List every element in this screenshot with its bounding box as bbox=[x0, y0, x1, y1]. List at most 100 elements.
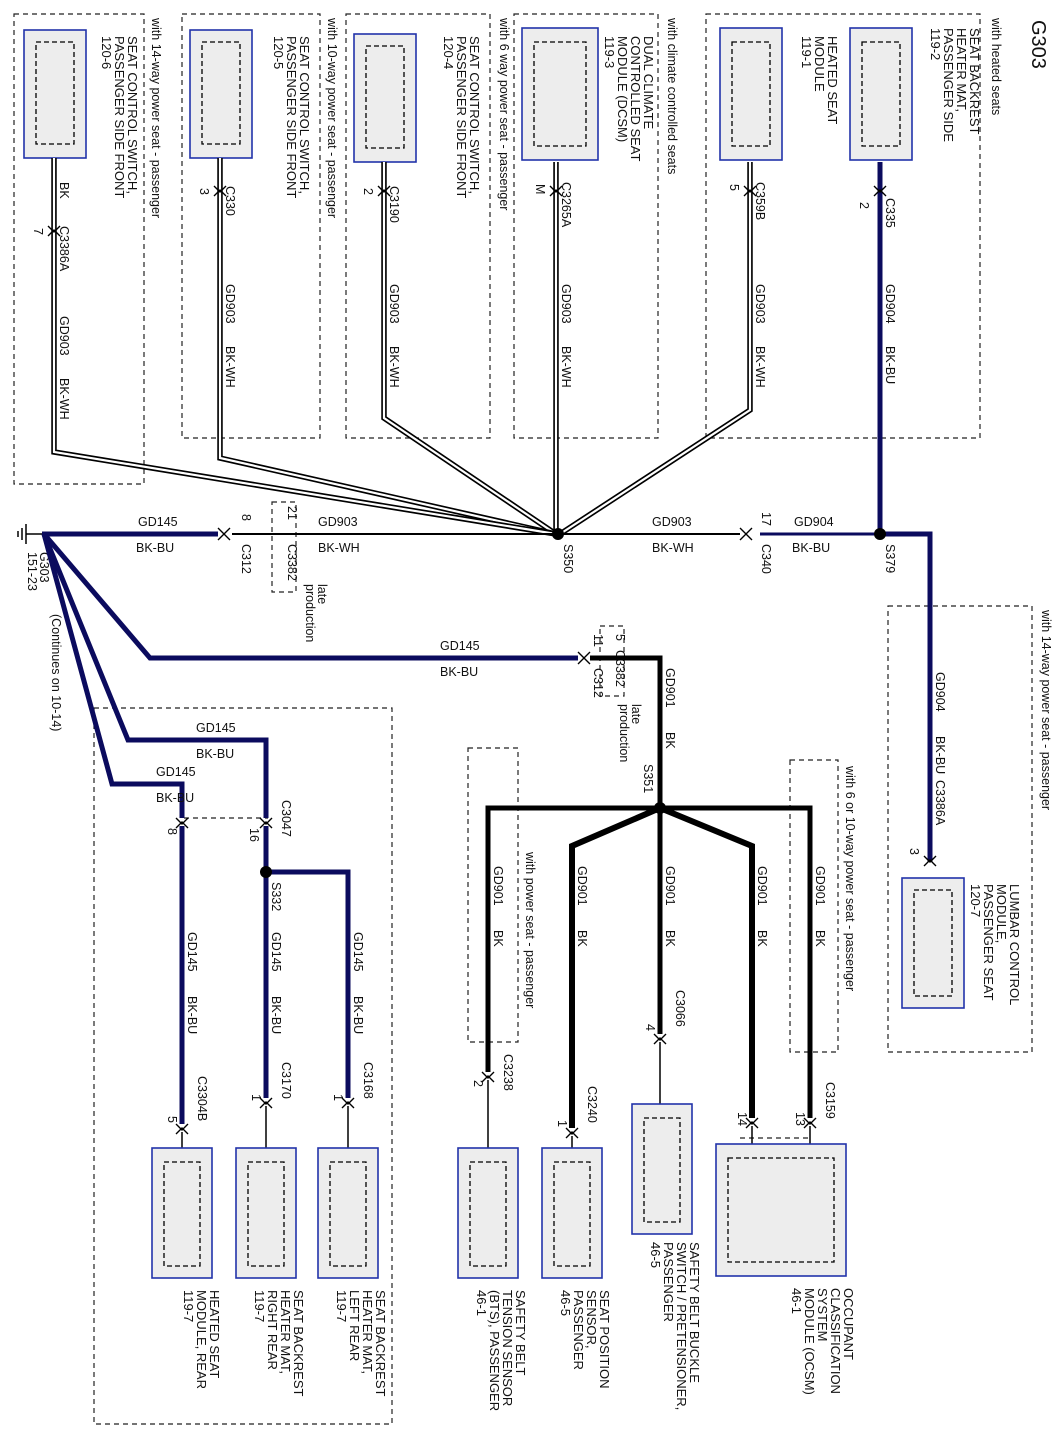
conn-c3047: C3047 bbox=[279, 800, 293, 837]
svg-text:SEAT CONTROL SWITCH,: SEAT CONTROL SWITCH, bbox=[467, 36, 482, 194]
wire-label-bkwh-main: BK-WH bbox=[318, 541, 360, 555]
ground-id: G303 bbox=[37, 552, 51, 583]
wire-label-bkbu-c312b: BK-BU bbox=[440, 665, 478, 679]
wire-label-gd903-main: GD903 bbox=[318, 515, 358, 529]
late-box-1 bbox=[271, 501, 297, 593]
svg-text:120-7: 120-7 bbox=[968, 884, 983, 917]
pin-c3304b: 5 bbox=[165, 1116, 179, 1123]
svg-text:SENSOR,: SENSOR, bbox=[584, 1290, 599, 1349]
component-seat-position bbox=[541, 1147, 603, 1279]
wire-label-gd904-lumbar: GD904 bbox=[933, 672, 947, 712]
splice-s350 bbox=[552, 528, 564, 540]
conn-c3240: C3240 bbox=[585, 1086, 599, 1123]
pin-c3238: 2 bbox=[471, 1080, 485, 1087]
conn-c359b: C359B bbox=[753, 182, 767, 220]
wire-label-bkbu-lr: BK-BU bbox=[351, 996, 365, 1034]
svg-text:119-1: 119-1 bbox=[799, 36, 814, 68]
svg-text:(BTS), PASSENGER: (BTS), PASSENGER bbox=[487, 1290, 502, 1411]
wire-label-bkbu-a: BK-BU bbox=[883, 346, 897, 384]
wire-label-gd903-c: GD903 bbox=[387, 284, 401, 324]
svg-text:119-3: 119-3 bbox=[602, 36, 617, 68]
svg-text:119-7: 119-7 bbox=[181, 1290, 196, 1322]
wire-gd145-c3047 bbox=[41, 533, 269, 818]
svg-text:SEAT CONTROL SWITCH,: SEAT CONTROL SWITCH, bbox=[297, 36, 312, 194]
label-switch-10way: SEAT CONTROL SWITCH, PASSENGER SIDE FRON… bbox=[271, 36, 312, 198]
cond-ten-way: with 10-way power seat - passenger bbox=[325, 17, 339, 218]
wire-label-gd904-a: GD904 bbox=[883, 284, 897, 324]
component-heated-rear bbox=[151, 1147, 213, 1279]
svg-text:SEAT BACKREST: SEAT BACKREST bbox=[291, 1290, 306, 1396]
wire-label-bk-seatpos: BK bbox=[575, 930, 589, 947]
label-heated-rear: HEATED SEAT MODULE, REAR 119-7 bbox=[181, 1290, 222, 1389]
label-s350: S350 bbox=[561, 544, 575, 573]
component-switch-10way bbox=[189, 29, 253, 159]
wire-label-bkwh-c: BK-WH bbox=[387, 346, 401, 388]
wire-label-bkbu-r8: BK-BU bbox=[185, 996, 199, 1034]
pin-c3386a-right: 3 bbox=[907, 848, 921, 855]
svg-text:SEAT CONTROL SWITCH,: SEAT CONTROL SWITCH, bbox=[125, 36, 140, 194]
component-dcsm bbox=[521, 27, 599, 161]
conn-c3382a: C3382 bbox=[285, 544, 299, 581]
pin-c335: 2 bbox=[857, 202, 871, 209]
wire-label-bk-ocsm14: BK bbox=[755, 930, 769, 947]
svg-text:OCCUPANT: OCCUPANT bbox=[841, 1288, 856, 1360]
pin-c3170: 1 bbox=[249, 1094, 263, 1101]
cond-six-or-ten: with 6 or 10-way power seat - passenger bbox=[843, 765, 857, 991]
wire-gd145-lr bbox=[266, 869, 351, 1098]
svg-text:HEATER MAT,: HEATER MAT, bbox=[954, 28, 969, 112]
fourteen-way-right-box bbox=[887, 605, 1033, 1053]
svg-text:PASSENGER SEAT: PASSENGER SEAT bbox=[981, 884, 996, 1001]
wire-label-bkbu-r16: BK-BU bbox=[269, 996, 283, 1034]
svg-text:SEAT BACKREST: SEAT BACKREST bbox=[373, 1290, 388, 1396]
conn-c312b: C312 bbox=[591, 668, 605, 698]
wire-label-bkbu-c3047: BK-BU bbox=[196, 747, 234, 761]
svg-text:HEATER MAT,: HEATER MAT, bbox=[278, 1290, 293, 1374]
wire-label-gd903-d: GD903 bbox=[223, 284, 237, 324]
pin-c3382b: 5 bbox=[613, 634, 627, 641]
cond-power-seat: with power seat - passenger bbox=[523, 851, 537, 1008]
pin-c312a: 8 bbox=[239, 514, 253, 521]
conn-c3386a-right: C3386A bbox=[933, 780, 947, 826]
wire-label-bkbu-lumbar: BK-BU bbox=[933, 736, 947, 774]
wire-gd901-ocsm14 bbox=[658, 805, 755, 1118]
svg-text:120-5: 120-5 bbox=[271, 36, 286, 69]
conn-c3238: C3238 bbox=[501, 1054, 515, 1091]
rear-seats-box bbox=[93, 707, 393, 1425]
label-s351: S351 bbox=[641, 764, 655, 793]
six-or-ten-box bbox=[789, 759, 839, 1053]
svg-text:LUMBAR CONTROL: LUMBAR CONTROL bbox=[1007, 884, 1022, 1005]
late-label-2b: production bbox=[617, 704, 631, 762]
conn-c340: C340 bbox=[759, 544, 773, 574]
connector-c3047-pins bbox=[175, 817, 273, 829]
wire-label-gd145-c3047: GD145 bbox=[196, 721, 236, 735]
wire-label-bk-trunk: BK bbox=[663, 732, 677, 749]
label-backrest-rr: SEAT BACKREST HEATER MAT, RIGHT REAR 119… bbox=[252, 1290, 306, 1396]
pin-c359b: 5 bbox=[727, 184, 741, 191]
late-label-1b: production bbox=[303, 584, 317, 642]
svg-text:SAFETY BELT BUCKLE: SAFETY BELT BUCKLE bbox=[687, 1242, 702, 1383]
svg-text:SEAT BACKREST: SEAT BACKREST bbox=[967, 28, 982, 134]
conn-c3168: C3168 bbox=[361, 1062, 375, 1099]
wire-label-bkbu-right: BK-BU bbox=[792, 541, 830, 555]
wire-label-gd145-c312b: GD145 bbox=[440, 639, 480, 653]
conn-c335: C335 bbox=[883, 198, 897, 228]
wire-gd901-seatpos bbox=[569, 805, 662, 1128]
pin-c3066: 4 bbox=[643, 1024, 657, 1031]
connector-pins-s351 bbox=[481, 1033, 817, 1139]
label-bts: SAFETY BELT TENSION SENSOR (BTS), PASSEN… bbox=[474, 1290, 528, 1411]
pin-c340: 17 bbox=[759, 512, 773, 526]
component-bts bbox=[457, 1147, 519, 1279]
wire-label-gd903-a: GD903 bbox=[753, 284, 767, 324]
wire-label-gd901-bts: GD901 bbox=[491, 866, 505, 906]
svg-text:TENSION SENSOR: TENSION SENSOR bbox=[500, 1290, 515, 1406]
cond-six-way: with 6 way power seat - passenger bbox=[497, 17, 511, 210]
ground-symbol bbox=[17, 524, 42, 544]
component-switch-6way bbox=[353, 33, 417, 163]
pin-c3159-14: 14 bbox=[735, 1112, 749, 1126]
label-switch-14way: SEAT CONTROL SWITCH, PASSENGER SIDE FRON… bbox=[99, 36, 140, 198]
wire-label-gd901-trunk: GD901 bbox=[663, 668, 677, 708]
component-backrest-lr bbox=[317, 1147, 379, 1279]
connector-rear-pins bbox=[175, 1097, 355, 1135]
splice-s332 bbox=[260, 866, 272, 878]
wire-gd145-rear-module bbox=[41, 533, 185, 818]
